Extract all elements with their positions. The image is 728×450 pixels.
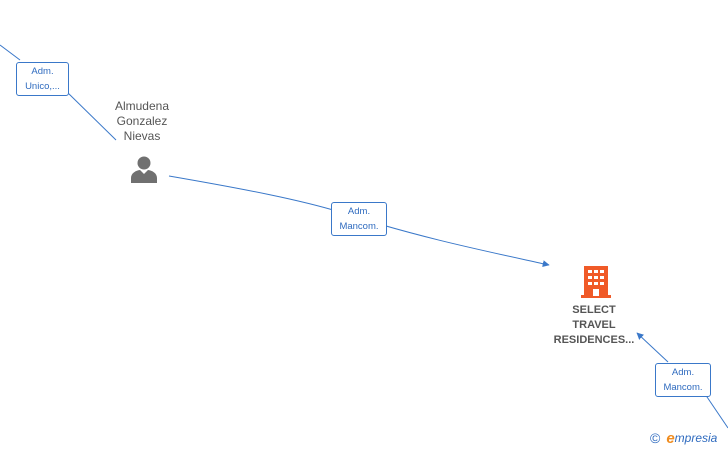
edge-line-adm-unico [0,44,21,61]
edge-line-offscreen-to-company-head [636,332,669,363]
person-node-name[interactable]: Almudena Gonzalez Nievas [114,99,170,143]
edge-label-adm-unico[interactable]: Adm. Unico,... [16,62,69,96]
edge-line-adm-unico-tail [66,91,117,141]
company-node-name[interactable]: SELECT TRAVEL RESIDENCES... [553,304,635,346]
empresia-watermark: © e mpresia [650,429,717,447]
building-icon[interactable] [579,264,613,300]
brand-initial: e [666,429,675,447]
brand-name: mpresia [674,431,718,445]
edge-line-offscreen-to-company [704,393,728,429]
person-icon[interactable] [129,154,159,184]
copyright-symbol: © [650,430,661,446]
edge-label-adm-mancom-2[interactable]: Adm. Mancom. [655,363,711,397]
edge-label-adm-mancom[interactable]: Adm. Mancom. [331,202,387,236]
